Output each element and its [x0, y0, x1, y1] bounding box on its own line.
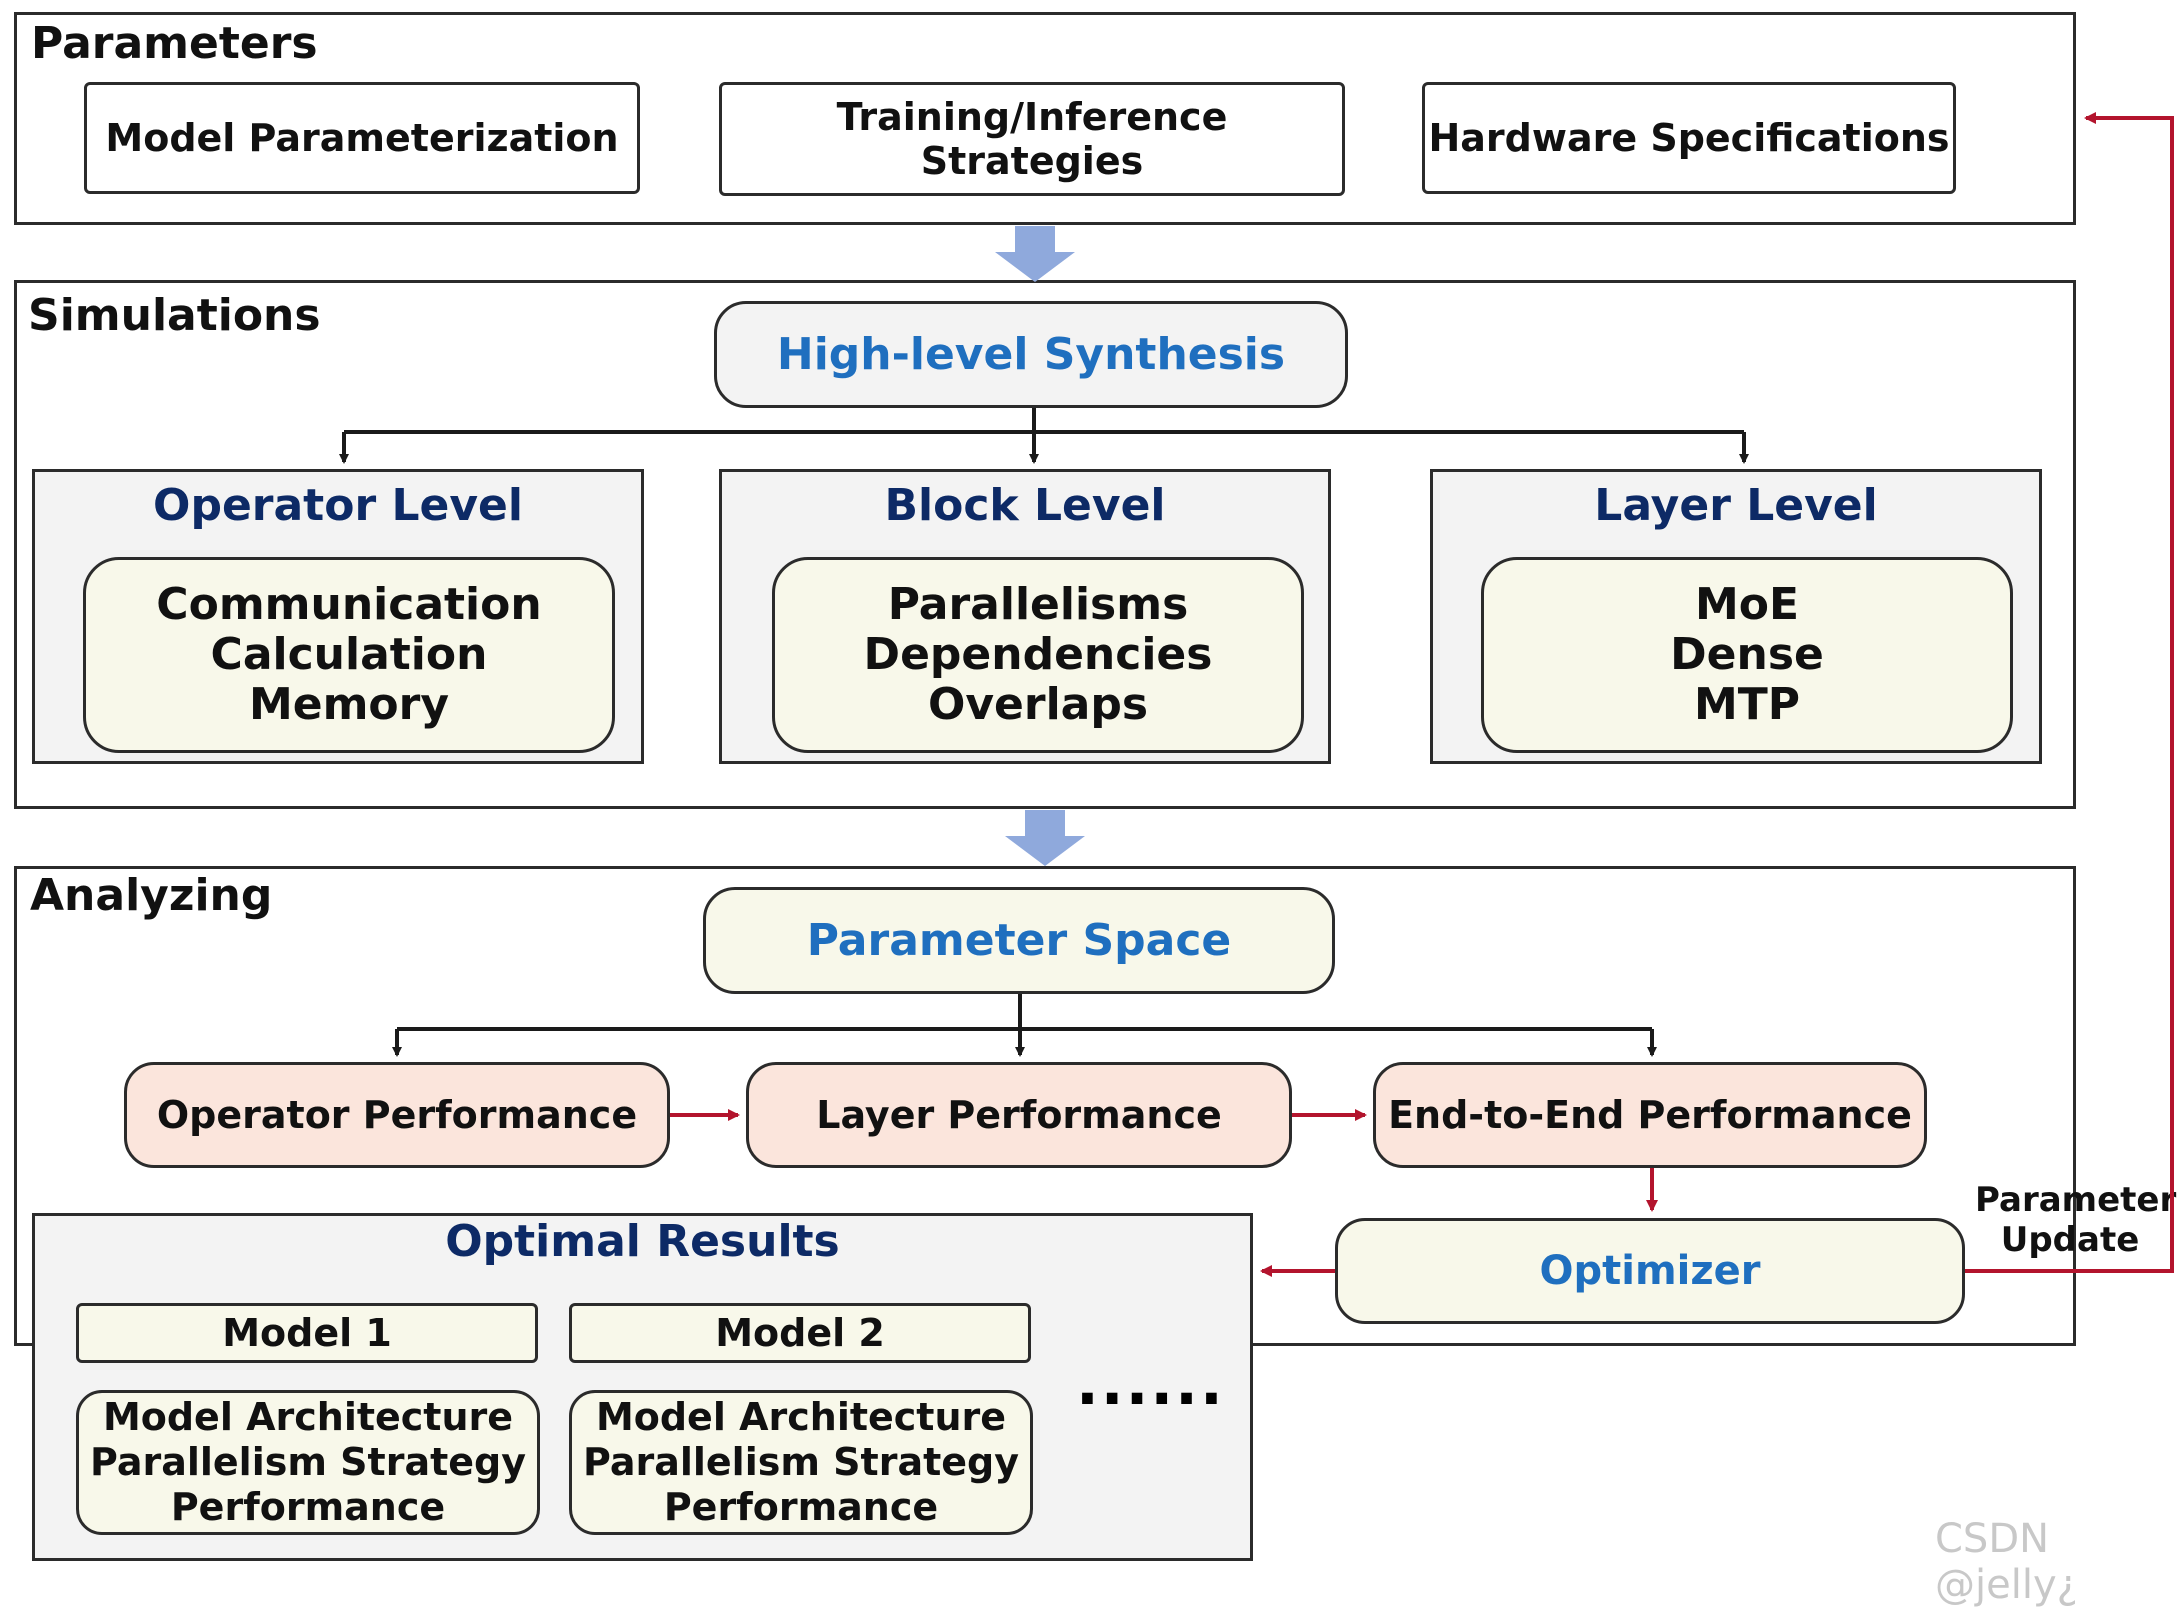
model-2-label: Model 2 — [715, 1311, 885, 1355]
parameters-title: Parameters — [31, 18, 318, 69]
watermark-text: CSDN @jelly¿ — [1935, 1516, 2078, 1608]
dense-item: Dense — [1670, 629, 1824, 680]
flow-arrow-parameters-to-simulations — [995, 226, 1075, 282]
parameter-space-label: Parameter Space — [806, 915, 1232, 966]
communication-item: Communication — [156, 579, 542, 630]
parameter-space-box: Parameter Space — [703, 887, 1335, 994]
model-parameterization-box: Model Parameterization — [84, 82, 640, 194]
model-1-details: Model Architecture Parallelism Strategy … — [76, 1390, 540, 1535]
flow-arrow-simulations-to-analyzing — [1005, 810, 1085, 866]
performance-flow-arrows — [670, 1109, 1658, 1277]
layer-performance-box: Layer Performance — [746, 1062, 1292, 1168]
operator-performance-box: Operator Performance — [124, 1062, 670, 1168]
end-to-end-performance-label: End-to-End Performance — [1388, 1093, 1912, 1137]
model-1-label: Model 1 — [222, 1311, 392, 1355]
operator-level-title: Operator Level — [153, 480, 523, 531]
model-1-parallelism-strategy: Parallelism Strategy — [90, 1440, 526, 1484]
layer-level-panel: Layer Level MoE Dense MTP — [1430, 469, 2042, 764]
parameter-update-label: Parameter Update — [1975, 1180, 2177, 1260]
parameter-update-feedback-arrow — [1965, 112, 2174, 1273]
hardware-specifications-box: Hardware Specifications — [1422, 82, 1956, 194]
training-inference-strategies-label: Training/Inference Strategies — [836, 95, 1228, 183]
layer-level-title: Layer Level — [1594, 480, 1878, 531]
model-1-architecture: Model Architecture — [102, 1395, 514, 1439]
model-2-performance: Performance — [663, 1485, 939, 1529]
high-level-synthesis-box: High-level Synthesis — [714, 301, 1348, 408]
model-1-tag: Model 1 — [76, 1303, 538, 1363]
simulations-title: Simulations — [28, 290, 321, 341]
model-2-details: Model Architecture Parallelism Strategy … — [569, 1390, 1033, 1535]
parameter-update-line1: Parameter — [1975, 1180, 2177, 1220]
optimal-results-title: Optimal Results — [445, 1216, 840, 1267]
operator-performance-label: Operator Performance — [156, 1093, 638, 1137]
operator-level-items: Communication Calculation Memory — [83, 557, 615, 753]
model-2-parallelism-strategy: Parallelism Strategy — [583, 1440, 1019, 1484]
moe-item: MoE — [1694, 579, 1800, 630]
connectors-layer — [339, 112, 2174, 1277]
optimizer-box: Optimizer — [1335, 1218, 1965, 1324]
dependencies-item: Dependencies — [863, 629, 1213, 680]
parameter-update-line2: Update — [2000, 1220, 2140, 1260]
mtp-item: MTP — [1693, 679, 1801, 730]
analyzing-tree-connector — [392, 994, 1657, 1057]
overlaps-item: Overlaps — [927, 679, 1149, 730]
layer-level-items: MoE Dense MTP — [1481, 557, 2013, 753]
block-level-panel: Block Level Parallelisms Dependencies Ov… — [719, 469, 1331, 764]
model-parameterization-label: Model Parameterization — [105, 116, 619, 160]
hardware-specifications-label: Hardware Specifications — [1428, 116, 1950, 160]
model-2-tag: Model 2 — [569, 1303, 1031, 1363]
more-results-ellipsis: ······ — [1076, 1364, 1225, 1434]
training-inference-strategies-box: Training/Inference Strategies — [719, 82, 1345, 196]
block-level-title: Block Level — [884, 480, 1166, 531]
model-1-performance: Performance — [170, 1485, 446, 1529]
operator-level-panel: Operator Level Communication Calculation… — [32, 469, 644, 764]
memory-item: Memory — [248, 679, 450, 730]
optimizer-label: Optimizer — [1539, 1248, 1761, 1294]
model-2-architecture: Model Architecture — [595, 1395, 1007, 1439]
high-level-synthesis-label: High-level Synthesis — [776, 329, 1286, 380]
block-level-items: Parallelisms Dependencies Overlaps — [772, 557, 1304, 753]
layer-performance-label: Layer Performance — [816, 1093, 1222, 1137]
simulation-tree-connector — [339, 408, 1749, 464]
parallelisms-item: Parallelisms — [887, 579, 1189, 630]
end-to-end-performance-box: End-to-End Performance — [1373, 1062, 1927, 1168]
calculation-item: Calculation — [210, 629, 488, 680]
analyzing-title: Analyzing — [30, 870, 273, 921]
